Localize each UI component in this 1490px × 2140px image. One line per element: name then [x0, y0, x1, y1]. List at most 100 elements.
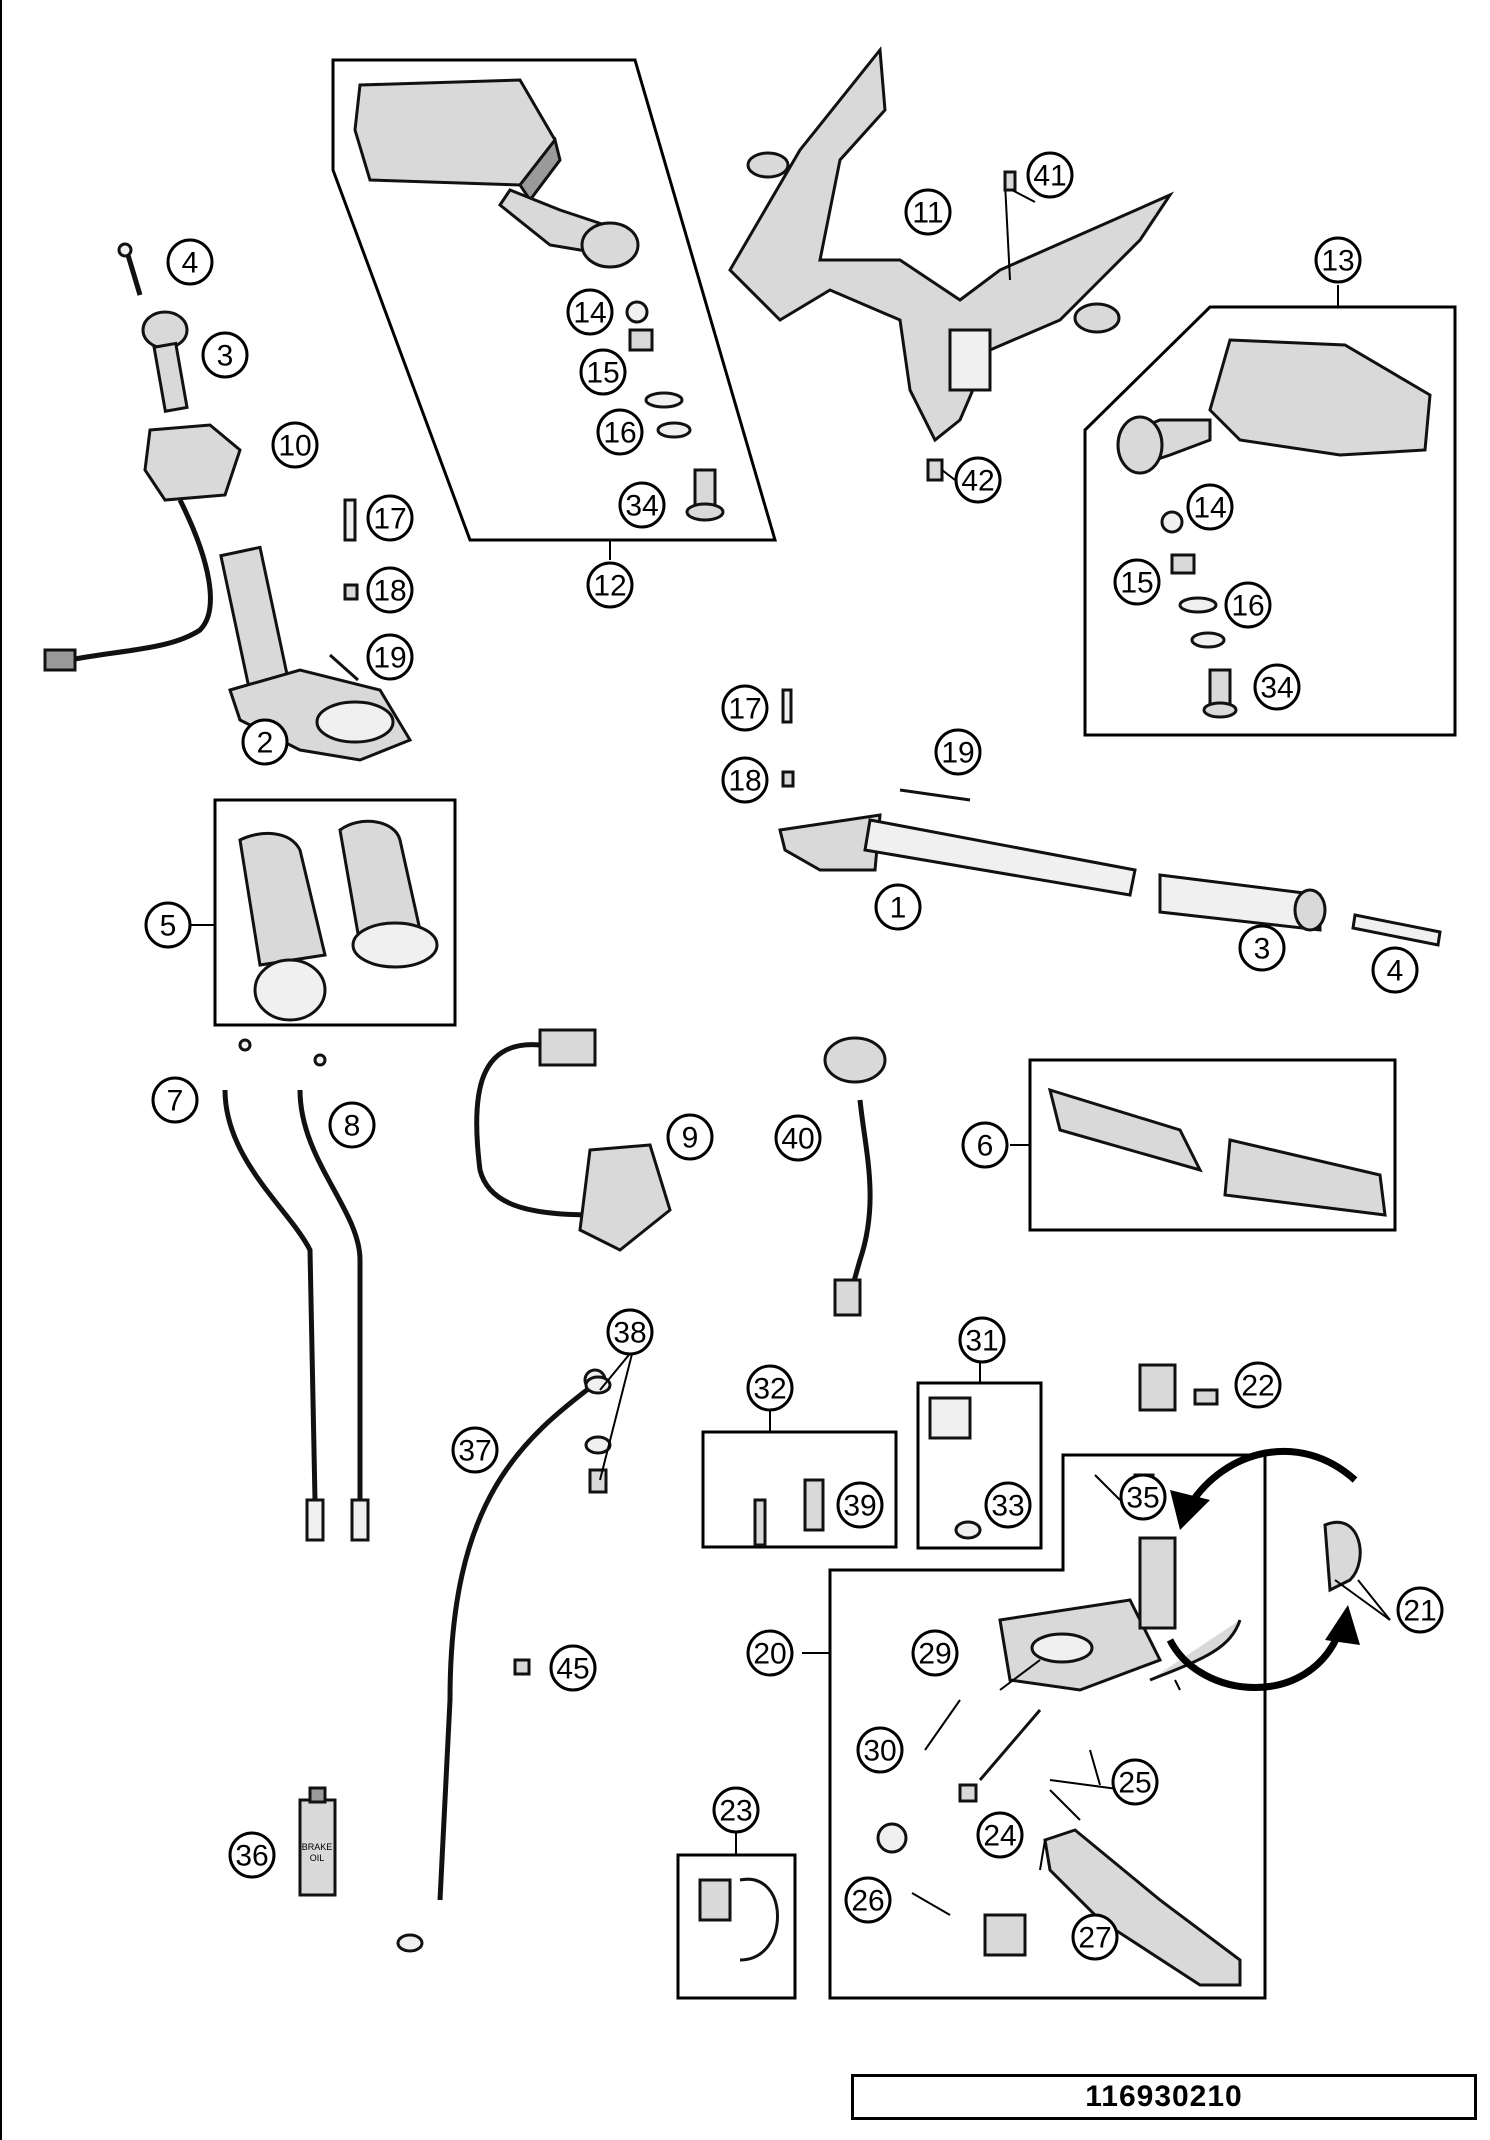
callout-33: 33 — [984, 1481, 1032, 1529]
callout-15a: 15 — [579, 348, 627, 396]
callout-34b: 34 — [1253, 663, 1301, 711]
callout-number: 23 — [719, 1795, 752, 1828]
callout-number: 40 — [781, 1123, 814, 1156]
callout-40: 40 — [774, 1114, 822, 1162]
callout-number: 15 — [1120, 567, 1153, 600]
callout-number: 16 — [1231, 590, 1264, 623]
callout-24: 24 — [976, 1811, 1024, 1859]
mirror-hardware-12 — [625, 300, 725, 522]
callout-number: 1 — [890, 892, 907, 925]
right-mirror-part — [1116, 338, 1432, 719]
callout-number: 12 — [593, 570, 626, 603]
callout-number: 17 — [728, 693, 761, 726]
callout-18b: 18 — [721, 756, 769, 804]
callout-number: 17 — [373, 503, 406, 536]
callout-25: 25 — [1111, 1758, 1159, 1806]
brake-line-part — [396, 1368, 612, 1953]
right-handlebar-parts — [778, 688, 1442, 947]
callout-number: 9 — [682, 1122, 699, 1155]
callout-number: 15 — [586, 357, 619, 390]
callout-18a: 18 — [366, 566, 414, 614]
callout-number: 27 — [1078, 1922, 1111, 1955]
master-cylinder-parts — [698, 1363, 1362, 1987]
callout-8: 8 — [328, 1101, 376, 1149]
callout-number: 39 — [843, 1490, 876, 1523]
callout-number: 38 — [613, 1317, 646, 1350]
callout-22: 22 — [1234, 1361, 1282, 1409]
callout-number: 10 — [278, 430, 311, 463]
callout-number: 6 — [977, 1130, 994, 1163]
callout-number: 13 — [1321, 245, 1354, 278]
callout-number: 11 — [912, 197, 943, 230]
callout-2: 2 — [241, 718, 289, 766]
left-mirror-part — [353, 78, 640, 269]
callout-number: 20 — [753, 1638, 786, 1671]
callout-5: 5 — [144, 901, 192, 949]
callout-16b: 16 — [1224, 581, 1272, 629]
callout-32: 32 — [746, 1364, 794, 1412]
callout-number: 19 — [941, 737, 974, 770]
callout-3a: 3 — [201, 331, 249, 379]
callout-20: 20 — [746, 1629, 794, 1677]
callout-number: 30 — [863, 1735, 896, 1768]
callout-number: 18 — [373, 575, 406, 608]
callout-38: 38 — [606, 1308, 654, 1356]
callout-9: 9 — [666, 1113, 714, 1161]
callout-35: 35 — [1119, 1473, 1167, 1521]
callout-number: 2 — [257, 727, 274, 760]
callout-number: 8 — [344, 1110, 361, 1143]
callout-number: 4 — [1387, 955, 1404, 988]
callout-leaders — [599, 189, 1391, 1916]
callout-15b: 15 — [1113, 558, 1161, 606]
right-switch-part — [474, 1028, 672, 1252]
callout-number: 14 — [573, 297, 606, 330]
callout-17a: 17 — [366, 494, 414, 542]
callout-number: 3 — [1254, 933, 1271, 966]
callout-number: 26 — [851, 1885, 884, 1918]
drawing-number: 116930210 — [1085, 2080, 1243, 2113]
callout-number: 33 — [991, 1490, 1024, 1523]
callout-34a: 34 — [618, 481, 666, 529]
callout-19a: 19 — [366, 633, 414, 681]
page-border — [0, 0, 2, 2140]
callout-number: 35 — [1126, 1482, 1159, 1515]
group-box-5 — [213, 798, 457, 1027]
callout-11: 11 — [904, 188, 952, 236]
callout-number: 19 — [373, 642, 406, 675]
callout-14a: 14 — [566, 288, 614, 336]
callout-number: 42 — [961, 465, 994, 498]
callout-12: 12 — [586, 561, 634, 609]
callout-number: 34 — [625, 490, 658, 523]
rotation-arrows — [1166, 1447, 1360, 1691]
callout-45: 45 — [549, 1644, 597, 1692]
callout-number: 25 — [1118, 1767, 1151, 1800]
callout-30: 30 — [856, 1726, 904, 1774]
callout-39: 39 — [836, 1481, 884, 1529]
callout-14b: 14 — [1186, 483, 1234, 531]
callout-16a: 16 — [596, 408, 644, 456]
callout-number: 3 — [217, 340, 234, 373]
callout-23: 23 — [712, 1786, 760, 1834]
callout-number: 45 — [556, 1653, 589, 1686]
callout-29: 29 — [911, 1629, 959, 1677]
callout-36: 36 — [228, 1831, 276, 1879]
callout-number: 41 — [1033, 160, 1066, 193]
group-box-12 — [331, 58, 777, 542]
handlebar-holder-part — [728, 46, 1175, 482]
callout-number: 21 — [1403, 1595, 1436, 1628]
callout-1: 1 — [874, 883, 922, 931]
callout-number: 14 — [1193, 492, 1226, 525]
kill-switch-part — [823, 1036, 887, 1317]
callout-27: 27 — [1071, 1913, 1119, 1961]
callout-17b: 17 — [721, 684, 769, 732]
callout-4b: 4 — [1371, 946, 1419, 994]
callout-7: 7 — [151, 1076, 199, 1124]
left-handlebar-parts — [43, 242, 413, 762]
callout-21: 21 — [1396, 1586, 1444, 1634]
callout-number: 37 — [458, 1435, 491, 1468]
callout-4a: 4 — [166, 238, 214, 286]
callout-number: 32 — [753, 1373, 786, 1406]
